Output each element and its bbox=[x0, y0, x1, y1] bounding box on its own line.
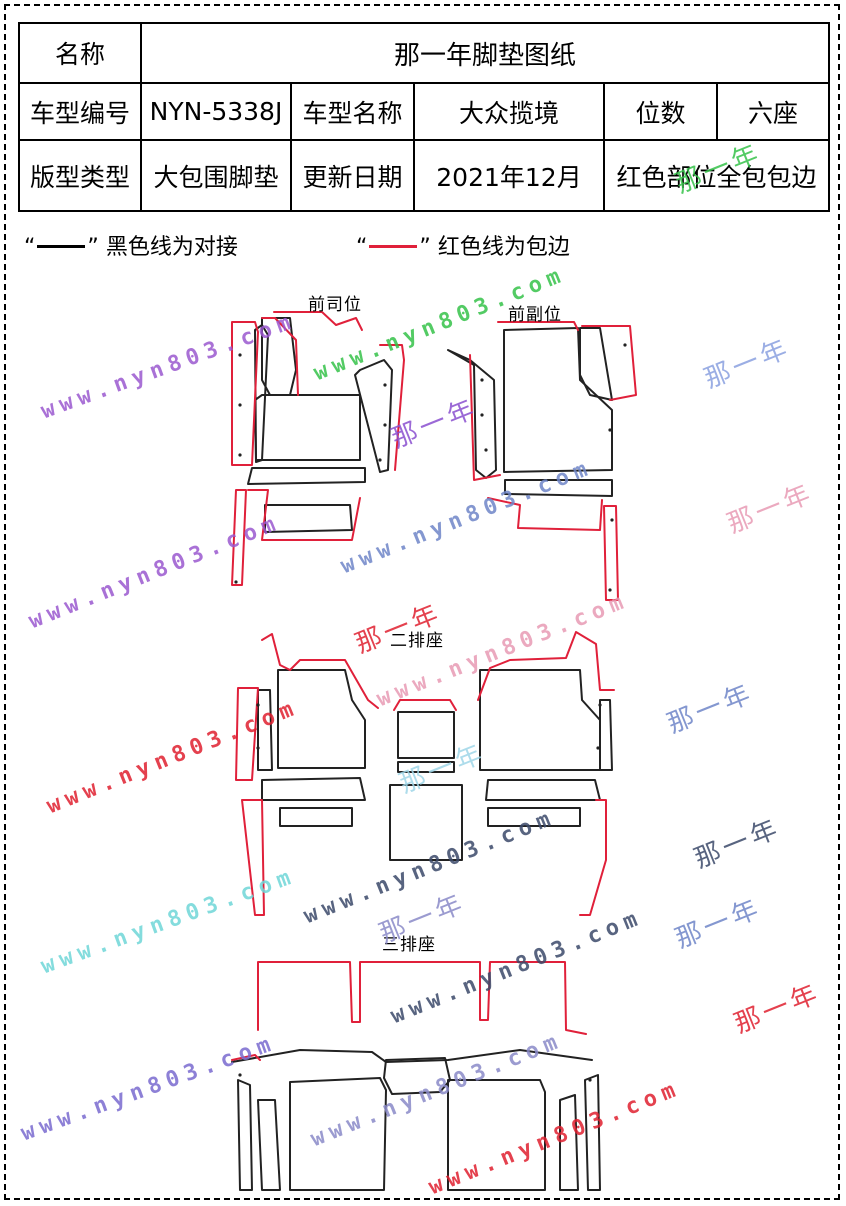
passenger-left-edge bbox=[469, 354, 501, 481]
model-name-label: 车型名称 bbox=[290, 82, 415, 141]
driver-top-left-edge bbox=[261, 317, 299, 396]
note-value: 红色部位全包包边 bbox=[602, 139, 831, 212]
passenger-lower-edge bbox=[487, 497, 603, 531]
row2-right-heel bbox=[487, 807, 581, 827]
black-line-sample bbox=[37, 244, 86, 248]
date-value: 2021年12月 bbox=[413, 139, 605, 212]
row2-right-bottom bbox=[485, 779, 601, 801]
passenger-main-mat bbox=[503, 327, 613, 473]
label-front-passenger: 前副位 bbox=[508, 305, 562, 325]
spec-table: 名称 那一年脚垫图纸 车型编号 NYN-5338J 车型名称 大众揽境 位数 六… bbox=[18, 22, 831, 212]
row2-right-strip bbox=[599, 699, 613, 771]
label-second-row: 二排座 bbox=[390, 631, 444, 651]
driver-right-edge bbox=[379, 344, 405, 471]
seats-value: 六座 bbox=[715, 82, 831, 141]
red-line-sample bbox=[369, 244, 418, 248]
label-front-driver: 前司位 bbox=[308, 295, 362, 315]
row3-left-corner-edge bbox=[231, 1054, 261, 1061]
legend-red: “ ” 红色线为包边 bbox=[356, 229, 570, 261]
row2-left-outer-edge bbox=[235, 687, 259, 781]
row2-right-mat bbox=[479, 669, 601, 771]
type-label: 版型类型 bbox=[18, 139, 142, 212]
row2-left-rail-edge bbox=[241, 799, 265, 916]
row3-joint-line bbox=[231, 1049, 593, 1063]
passenger-left-panel bbox=[447, 349, 497, 479]
model-name-value: 大众揽境 bbox=[413, 82, 605, 141]
driver-right-panel bbox=[354, 359, 393, 473]
driver-lower-edge bbox=[247, 489, 361, 541]
quote-open: “ bbox=[24, 235, 36, 260]
legend-red-text: 红色线为包边 bbox=[437, 235, 570, 260]
row3-right-strip bbox=[584, 1074, 601, 1191]
row2-right-top-edge bbox=[477, 631, 615, 701]
quote-open: “ bbox=[356, 235, 368, 260]
row3-center-bump bbox=[383, 1057, 451, 1095]
row2-center-top-edge bbox=[393, 699, 457, 711]
quote-close: ” bbox=[419, 235, 431, 260]
row2-left-bottom bbox=[261, 777, 366, 801]
driver-top-edge bbox=[273, 311, 363, 331]
row2-left-mat bbox=[277, 669, 366, 769]
row2-center-mat bbox=[397, 711, 455, 759]
row3-left-mat bbox=[289, 1077, 387, 1191]
row3-right-inner-strip bbox=[559, 1094, 579, 1191]
page-border bbox=[4, 4, 840, 1200]
row2-left-strip bbox=[257, 689, 273, 771]
row2-center-lower bbox=[389, 784, 463, 861]
passenger-right-top-edge bbox=[581, 325, 637, 401]
row2-right-rail-edge bbox=[579, 799, 607, 916]
name-label: 名称 bbox=[18, 22, 142, 84]
driver-bottom-strip bbox=[247, 467, 366, 485]
row2-center-strip bbox=[397, 761, 455, 773]
date-label: 更新日期 bbox=[290, 139, 415, 212]
row3-left-strip bbox=[237, 1079, 253, 1191]
model-code-label: 车型编号 bbox=[18, 82, 142, 141]
model-code-value: NYN-5338J bbox=[140, 82, 292, 141]
passenger-right-inner bbox=[579, 327, 613, 401]
passenger-top-edge bbox=[497, 321, 579, 331]
row3-right-mat bbox=[447, 1079, 546, 1191]
row2-left-top-edge bbox=[261, 633, 379, 709]
legend-black: “ ” 黑色线为对接 bbox=[24, 229, 238, 261]
name-value: 那一年脚垫图纸 bbox=[139, 22, 831, 84]
driver-main-mat bbox=[254, 394, 361, 461]
type-value: 大包围脚垫 bbox=[140, 139, 292, 212]
legend-black-text: 黑色线为对接 bbox=[105, 235, 238, 260]
driver-rail-edge bbox=[231, 489, 247, 586]
driver-left-edge bbox=[231, 321, 259, 466]
quote-close: ” bbox=[87, 235, 99, 260]
row2-left-heel bbox=[279, 807, 353, 827]
row3-top-edge bbox=[257, 961, 587, 1035]
passenger-rail-edge bbox=[603, 505, 619, 601]
label-third-row: 三排座 bbox=[382, 935, 436, 955]
seats-label: 位数 bbox=[603, 82, 718, 141]
row3-left-inner-strip bbox=[257, 1099, 281, 1191]
passenger-bottom-strip bbox=[504, 479, 613, 497]
